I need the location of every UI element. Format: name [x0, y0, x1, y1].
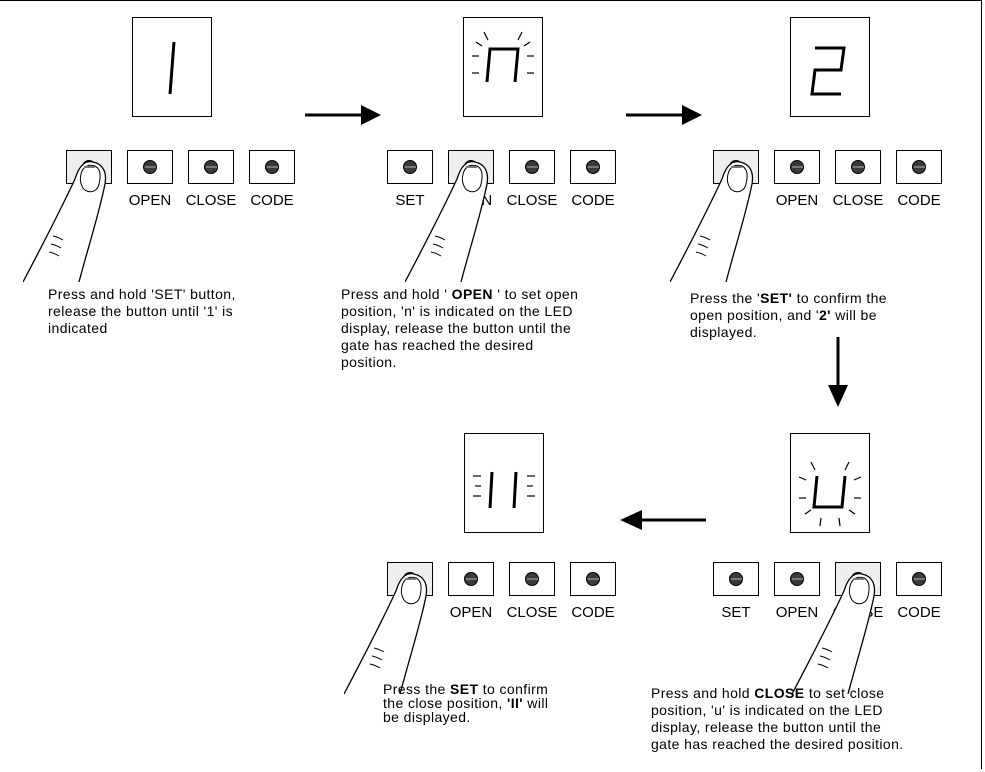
close-button-label: CLOSE	[185, 192, 237, 209]
code-button-label: CODE	[897, 192, 941, 209]
code-button-label: CODE	[571, 192, 615, 209]
button-dot-icon	[405, 578, 416, 580]
arrow-right-2	[626, 105, 702, 125]
set-button[interactable]	[387, 150, 433, 184]
close-button[interactable]	[509, 562, 555, 596]
open-button[interactable]	[127, 150, 173, 184]
code-button[interactable]	[570, 562, 616, 596]
set-button-label: SET	[721, 604, 751, 621]
led-display-1	[132, 17, 212, 117]
led-display-4	[790, 433, 870, 533]
open-button-label: OPEN	[128, 192, 172, 209]
close-button[interactable]	[835, 150, 881, 184]
pressing-finger-icon	[23, 160, 107, 283]
button-dot-icon	[853, 166, 864, 168]
pressing-finger-icon	[344, 572, 428, 695]
open-button-label: OPEN	[775, 192, 819, 209]
button-dot-icon	[914, 578, 925, 580]
button-dot-icon	[792, 578, 803, 580]
set-button-label: SET	[395, 192, 425, 209]
set-button[interactable]	[713, 562, 759, 596]
code-button-label: CODE	[897, 604, 941, 621]
arrow-down	[828, 337, 848, 407]
open-button-label: OPEN	[449, 604, 493, 621]
code-button-label: CODE	[250, 192, 294, 209]
close-button[interactable]	[188, 150, 234, 184]
close-button[interactable]	[509, 150, 555, 184]
led-digit-II	[473, 471, 535, 509]
caption-step-1: Press and hold 'SET' button,release the …	[48, 286, 236, 336]
button-dot-icon	[588, 166, 599, 168]
arrow-right-1	[305, 105, 381, 125]
led-display-5	[464, 433, 544, 533]
open-button[interactable]	[774, 150, 820, 184]
close-button-label: CLOSE	[832, 192, 884, 209]
open-button-label: OPEN	[775, 604, 819, 621]
button-dot-icon	[206, 166, 217, 168]
pressing-finger-icon	[792, 572, 876, 695]
code-button[interactable]	[896, 150, 942, 184]
button-dot-icon	[527, 166, 538, 168]
led-display-3	[790, 17, 870, 117]
arrow-left	[620, 510, 706, 530]
led-digit-n	[472, 31, 534, 83]
code-button[interactable]	[570, 150, 616, 184]
button-dot-icon	[731, 578, 742, 580]
button-dot-icon	[731, 166, 742, 168]
code-button[interactable]	[896, 562, 942, 596]
button-dot-icon	[267, 166, 278, 168]
button-dot-icon	[466, 166, 477, 168]
code-button-label: CODE	[571, 604, 615, 621]
led-display-2	[463, 17, 543, 117]
open-button[interactable]	[448, 562, 494, 596]
close-button-label: CLOSE	[506, 604, 558, 621]
button-dot-icon	[466, 578, 477, 580]
button-dot-icon	[588, 578, 599, 580]
button-dot-icon	[145, 166, 156, 168]
button-dot-icon	[84, 166, 95, 168]
led-digit-2	[810, 46, 846, 96]
code-button[interactable]	[249, 150, 295, 184]
button-dot-icon	[914, 166, 925, 168]
pressing-finger-icon	[670, 160, 754, 283]
open-button[interactable]	[774, 562, 820, 596]
led-digit-u	[798, 461, 862, 527]
button-dot-icon	[527, 578, 538, 580]
led-digit-1	[168, 41, 176, 95]
pressing-finger-icon	[405, 160, 489, 283]
button-dot-icon	[853, 578, 864, 580]
close-button-label: CLOSE	[506, 192, 558, 209]
button-dot-icon	[405, 166, 416, 168]
button-dot-icon	[792, 166, 803, 168]
